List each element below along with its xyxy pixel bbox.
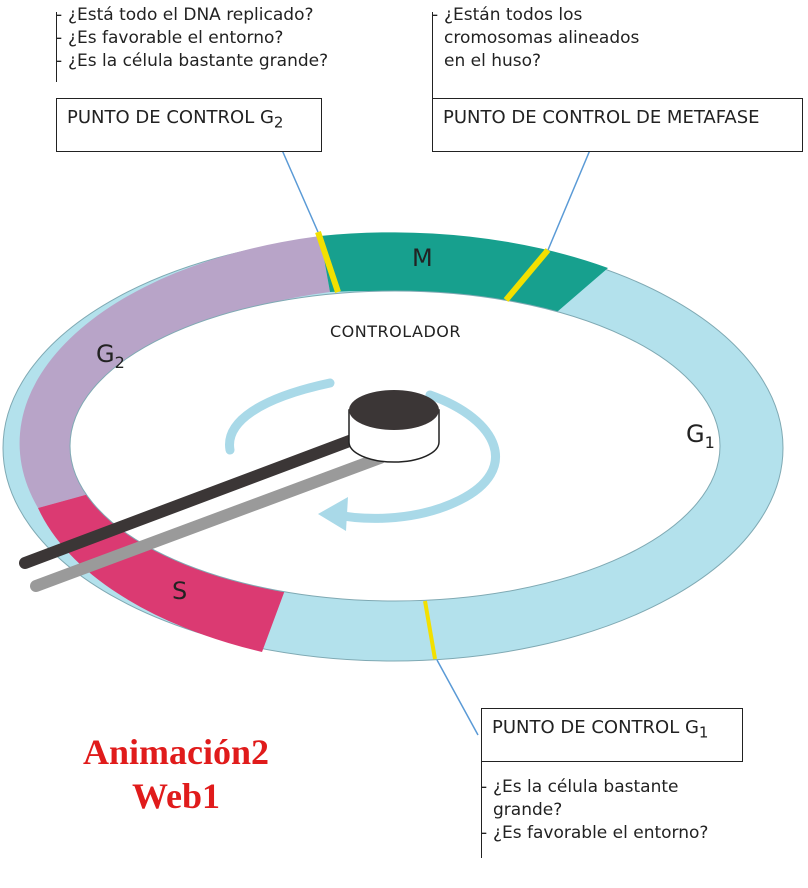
g2-question: -¿Es favorable el entorno?: [56, 28, 284, 48]
swirl-arrowhead: [318, 497, 348, 531]
swirl-arrow: [327, 390, 500, 523]
g1-pointer-line: [436, 659, 479, 736]
animation-link[interactable]: Animación2: [82, 732, 269, 772]
g2-question: -¿Está todo el DNA replicado?: [56, 5, 314, 25]
g1-checkpoint-sub: 1: [698, 723, 709, 742]
g1-checkpoint-marker: [423, 600, 437, 660]
metaphase-checkpoint-label: PUNTO DE CONTROL DE METAFASE: [443, 107, 760, 128]
g2-checkpoint-sub: 2: [273, 113, 284, 132]
metaphase-question-list: -¿Están todos los cromosomas alineados e…: [432, 4, 639, 73]
handle-shadow: [30, 452, 386, 592]
phase-s-label: S: [172, 577, 188, 605]
phase-m-label: M: [412, 244, 433, 272]
metaphase-pointer-line: [547, 149, 591, 251]
metaphase-checkpoint-box: PUNTO DE CONTROL DE METAFASE: [432, 98, 803, 152]
g2-checkpoint-box: PUNTO DE CONTROL G2: [56, 98, 322, 152]
swirl-arrow-top: [225, 378, 335, 455]
phase-g2-label: G2: [96, 340, 125, 372]
g1-question: grande?: [493, 800, 563, 820]
controller-knob-top: [349, 390, 439, 430]
g2-question: -¿Es la célula bastante grande?: [56, 51, 329, 71]
g2-question-list: -¿Está todo el DNA replicado? -¿Es favor…: [56, 4, 328, 73]
g2-checkpoint-marker: [315, 231, 341, 293]
animation-links: Animación2 Web1: [46, 730, 306, 818]
g1-bracket: [481, 762, 482, 858]
g2-bracket: [56, 12, 57, 82]
metaphase-bracket: [432, 12, 433, 98]
g1-question-list: -¿Es la célula bastante grande? -¿Es fav…: [481, 776, 708, 845]
g2-checkpoint-label: PUNTO DE CONTROL G: [67, 107, 274, 128]
metaphase-question: en el huso?: [444, 51, 542, 71]
metaphase-checkpoint-marker: [503, 248, 551, 302]
g1-question: -¿Es favorable el entorno?: [481, 823, 709, 843]
metaphase-question: -¿Están todos los: [432, 5, 583, 25]
controller-handle: [19, 431, 366, 569]
g2-segment: [19, 236, 330, 508]
g1-checkpoint-box: PUNTO DE CONTROL G1: [481, 708, 743, 762]
m-segment: [320, 232, 608, 318]
metaphase-question: cromosomas alineados: [444, 28, 640, 48]
web-link[interactable]: Web1: [131, 776, 220, 816]
g1-question: -¿Es la célula bastante: [481, 777, 679, 797]
g2-pointer-line: [281, 149, 319, 233]
g1-checkpoint-label: PUNTO DE CONTROL G: [492, 717, 699, 738]
controller-label: CONTROLADOR: [330, 322, 461, 341]
phase-g1-label: G1: [686, 420, 715, 452]
